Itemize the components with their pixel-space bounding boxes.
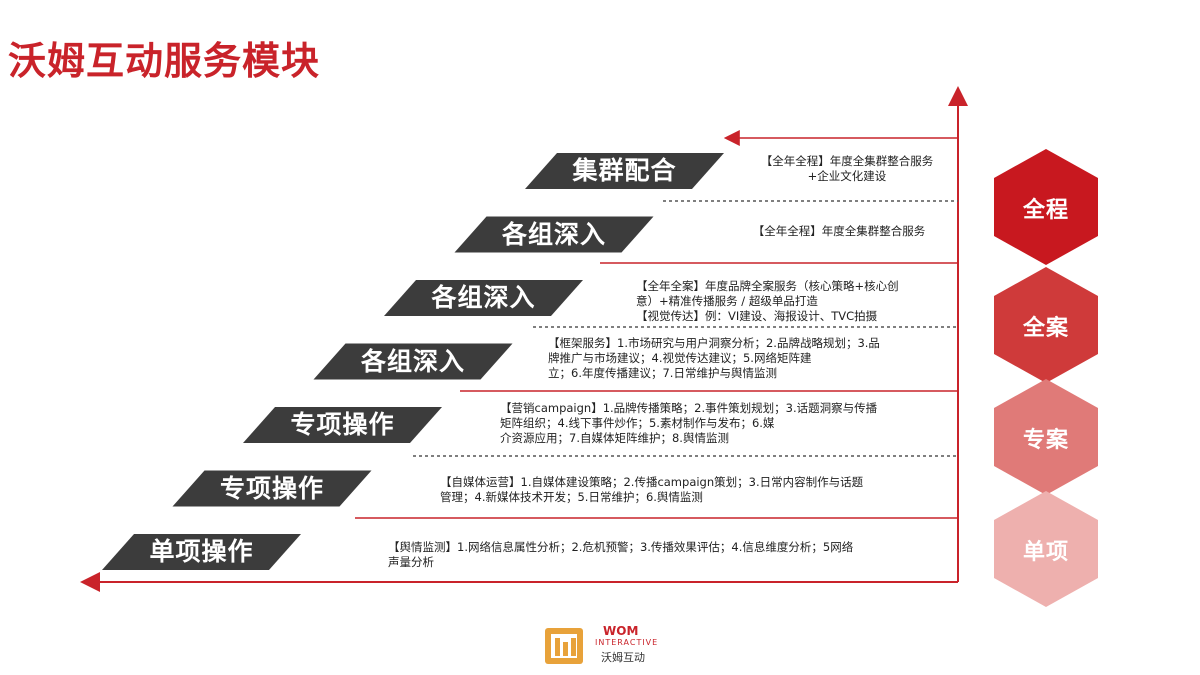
step-bar — [243, 407, 442, 443]
logo-brand: WOM — [603, 624, 639, 638]
level-label: 专案 — [1022, 428, 1069, 453]
wom-logo: WOM INTERACTIVE 沃姆互动 — [543, 622, 673, 672]
level-label: 全案 — [1022, 316, 1069, 341]
step-bar — [454, 216, 654, 253]
description-line: 【全年全案】年度品牌全案服务（核心策略+核心创 — [636, 279, 899, 293]
description-line: 【舆情监测】1.网络信息属性分析；2.危机预警；3.传播效果评估；4.信息维度分… — [388, 540, 854, 554]
service-description: 【全年全程】年度全集群整合服务+企业文化建设 — [742, 154, 952, 184]
description-line: 立；6.年度传播建议；7.日常维护与舆情监测 — [548, 366, 777, 380]
service-description: 【营销campaign】1.品牌传播策略；2.事件策划规划；3.话题洞察与传播矩… — [500, 401, 950, 446]
service-description: 【自媒体运营】1.自媒体建设策略；2.传播campaign策划；3.日常内容制作… — [440, 475, 950, 505]
level-hexagon — [994, 149, 1098, 265]
description-line: 【视觉传达】例：VI建设、海报设计、TVC拍摄 — [636, 309, 878, 323]
description-line: 声量分析 — [388, 555, 434, 569]
description-line: 【全年全程】年度全集群整合服务 — [752, 224, 926, 238]
level-hexagon — [994, 491, 1098, 607]
description-line: 介资源应用；7.自媒体矩阵维护；8.舆情监测 — [500, 431, 729, 445]
description-line: 矩阵组织；4.线下事件炒作；5.素材制作与发布；6.媒 — [500, 416, 775, 430]
level-hexagon — [994, 379, 1098, 495]
service-description: 【全年全案】年度品牌全案服务（核心策略+核心创意）+精准传播服务 / 超级单品打… — [636, 279, 956, 324]
description-line: +企业文化建设 — [807, 169, 887, 183]
level-label: 单项 — [1022, 540, 1069, 565]
level-hexagon — [994, 267, 1098, 383]
step-bar-label: 各组深入 — [360, 346, 465, 376]
step-bar — [384, 280, 583, 316]
description-line: 管理；4.新媒体技术开发；5.日常维护；6.舆情监测 — [440, 490, 703, 504]
service-description: 【全年全程】年度全集群整合服务 — [734, 224, 944, 239]
description-line: 【营销campaign】1.品牌传播策略；2.事件策划规划；3.话题洞察与传播 — [500, 401, 878, 415]
step-bar-label: 集群配合 — [572, 156, 677, 185]
step-bar-label: 各组深入 — [431, 283, 536, 312]
description-line: 牌推广与市场建议；4.视觉传达建议；5.网络矩阵建 — [548, 351, 812, 365]
step-bar-label: 单项操作 — [149, 537, 254, 566]
step-bar-label: 各组深入 — [501, 219, 606, 249]
step-bar — [525, 153, 724, 189]
description-line: 【框架服务】1.市场研究与用户洞察分析；2.品牌战略规划；3.品 — [548, 336, 880, 350]
step-bar — [313, 343, 513, 380]
service-description: 【框架服务】1.市场研究与用户洞察分析；2.品牌战略规划；3.品牌推广与市场建议… — [548, 336, 948, 381]
service-description: 【舆情监测】1.网络信息属性分析；2.危机预警；3.传播效果评估；4.信息维度分… — [388, 540, 953, 570]
description-line: 【全年全程】年度全集群整合服务 — [760, 154, 934, 168]
page-title: 沃姆互动服务模块 — [8, 39, 321, 83]
step-bar — [172, 470, 372, 507]
logo-cn: 沃姆互动 — [601, 651, 645, 664]
step-bar-label: 专项操作 — [290, 410, 395, 439]
logo-sub: INTERACTIVE — [595, 638, 659, 647]
step-bar-label: 专项操作 — [219, 473, 324, 503]
description-line: 意）+精准传播服务 / 超级单品打造 — [636, 294, 818, 308]
wom-logo-icon — [545, 628, 583, 664]
description-line: 【自媒体运营】1.自媒体建设策略；2.传播campaign策划；3.日常内容制作… — [440, 475, 864, 489]
step-bar — [102, 534, 301, 570]
level-label: 全程 — [1022, 198, 1069, 223]
